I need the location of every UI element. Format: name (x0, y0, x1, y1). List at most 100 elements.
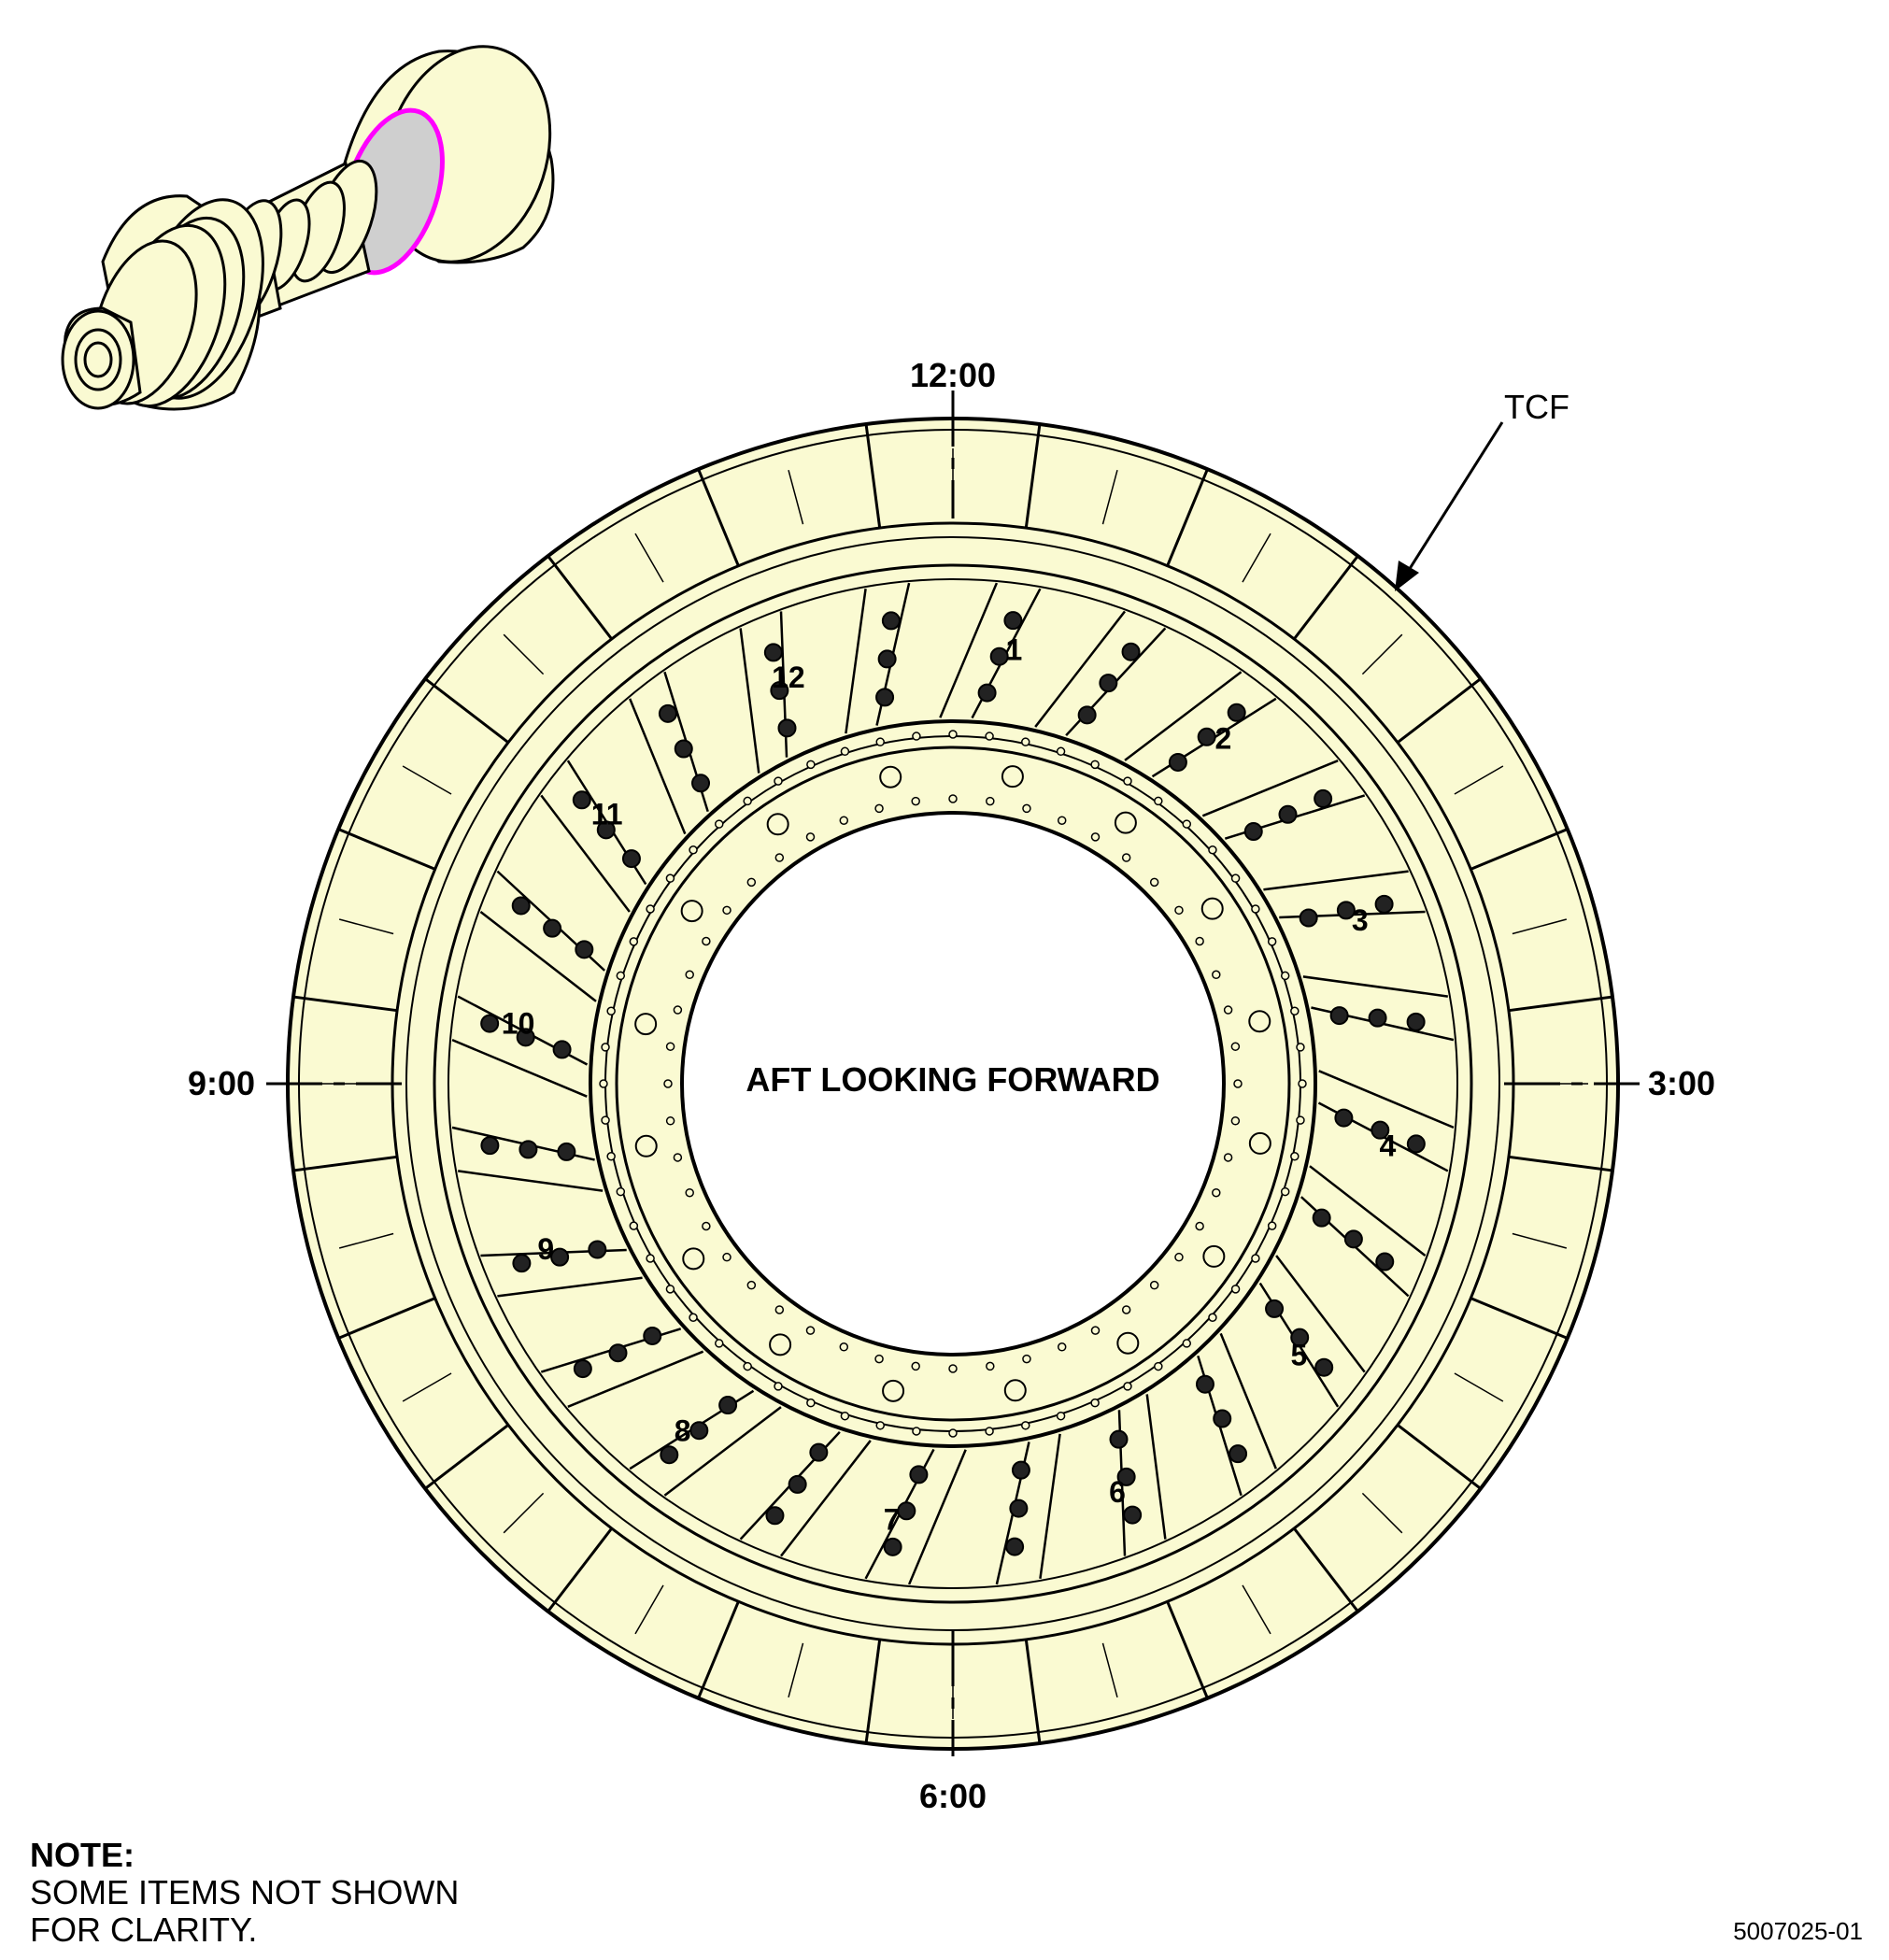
panel-rib (1101, 1642, 1118, 1698)
hub-hole (1001, 765, 1024, 788)
vane-fitting (763, 643, 783, 662)
clock-label-6: 6:00 (919, 1777, 987, 1815)
hub-bolt (1123, 1382, 1132, 1391)
panel-seam (1470, 1297, 1569, 1340)
panel-seam (697, 1600, 740, 1699)
bore-bolt (1022, 803, 1031, 814)
bore-bolt (774, 1305, 785, 1314)
hub-hole (680, 900, 703, 923)
hub-bolt (1154, 1361, 1163, 1371)
hub-bolt (985, 731, 994, 741)
panel-rib (338, 1232, 394, 1249)
vane-fitting (1336, 901, 1356, 920)
tcf-leader (1395, 421, 1504, 591)
bore-bolt (1057, 816, 1067, 825)
vane-number-1: 1 (1006, 633, 1023, 667)
vane-fitting (512, 1254, 532, 1273)
vane-fitting (691, 774, 711, 793)
bore-bolt (948, 1364, 958, 1373)
vane-number-3: 3 (1352, 903, 1369, 937)
vane-number-5: 5 (1290, 1338, 1307, 1371)
bore-bolt (874, 803, 884, 814)
hub-bolt (1290, 1006, 1300, 1016)
vane-fitting (1121, 642, 1141, 661)
bore-bolt (774, 853, 785, 862)
vane-fitting (621, 849, 641, 869)
panel-rib (402, 1372, 452, 1402)
hub-bolt (1123, 776, 1132, 786)
hub-bolt (599, 1079, 608, 1088)
bore-bolt (1195, 936, 1204, 946)
vane-fitting (977, 683, 997, 703)
hub-bolt (806, 760, 816, 770)
vane-fitting (1314, 788, 1333, 808)
panel-seam (864, 423, 882, 529)
hub-bolt (743, 796, 752, 806)
hub-bolt (1208, 1313, 1217, 1323)
hub-bolt-circle (599, 730, 1307, 1438)
hub-hole (879, 765, 902, 788)
note-line-2: FOR CLARITY. (30, 1910, 258, 1949)
panel-rib (338, 918, 394, 935)
hub-bolt (1090, 760, 1100, 770)
bore-bolt (722, 905, 731, 916)
bore-bolt (986, 796, 995, 806)
panel-seam (424, 677, 509, 744)
bore-bolt (1230, 1042, 1241, 1051)
vane-fitting (881, 611, 901, 631)
hub-bolt (1251, 904, 1260, 914)
vane-fitting (875, 688, 895, 707)
vane-fitting (658, 703, 677, 723)
panel-rib (1512, 1232, 1568, 1249)
vane-number-2: 2 (1214, 722, 1231, 756)
vane-fitting (1368, 1008, 1387, 1028)
hub-bolt (601, 1043, 610, 1052)
panel-seam (697, 468, 740, 567)
panel-rib (788, 469, 804, 525)
vane-fitting (480, 1014, 500, 1033)
hub-bolt (774, 1382, 783, 1391)
panel-seam (1293, 555, 1359, 640)
panel-seam (1508, 995, 1613, 1013)
hub-bolt (1230, 1285, 1241, 1294)
bore-bolt (722, 1252, 731, 1262)
vane-fitting (1168, 752, 1187, 772)
bore-bolt (1149, 877, 1159, 888)
hub-bolt (1090, 1398, 1100, 1408)
vane-fitting (1312, 1208, 1331, 1228)
hub-bolt (1267, 937, 1277, 946)
bore-bolt (911, 1361, 920, 1371)
hub-bolt (601, 1115, 610, 1125)
outer-panel-seams (292, 423, 1613, 1744)
hub-bolt (1267, 1221, 1277, 1230)
hub-bolt (912, 731, 921, 741)
panel-rib (1101, 469, 1118, 525)
panel-rib (1454, 765, 1504, 795)
vane-fitting (588, 1240, 607, 1259)
bore-bolt (874, 1354, 884, 1364)
vane-fitting (909, 1465, 929, 1484)
clock-centerlines (266, 391, 1640, 1756)
hub-bolt (948, 1428, 958, 1438)
hub-bolt (1290, 1152, 1300, 1161)
bore-bolt (839, 816, 849, 825)
hub-bolt (1154, 796, 1163, 806)
hub-bolt (629, 937, 639, 946)
hub-bolt (646, 1254, 655, 1263)
hub-hole (766, 813, 789, 836)
vane-number-4: 4 (1380, 1129, 1397, 1162)
vane-fitting (674, 739, 693, 759)
hub-bolt (1208, 845, 1217, 855)
hub-bolt (616, 1186, 626, 1197)
hub-bolt (714, 1339, 724, 1348)
panel-rib (1454, 1372, 1504, 1402)
hub-bolt (1280, 1186, 1290, 1197)
bore-bolt (1174, 1252, 1184, 1262)
vane-fitting (1213, 1409, 1232, 1428)
vane-fitting (1406, 1134, 1426, 1154)
hub-bolt (840, 746, 850, 757)
vane-fitting (1314, 1357, 1334, 1377)
hub-hole (1202, 1244, 1226, 1268)
bore-bolt (1223, 1153, 1233, 1162)
bore-bolt (665, 1116, 675, 1126)
